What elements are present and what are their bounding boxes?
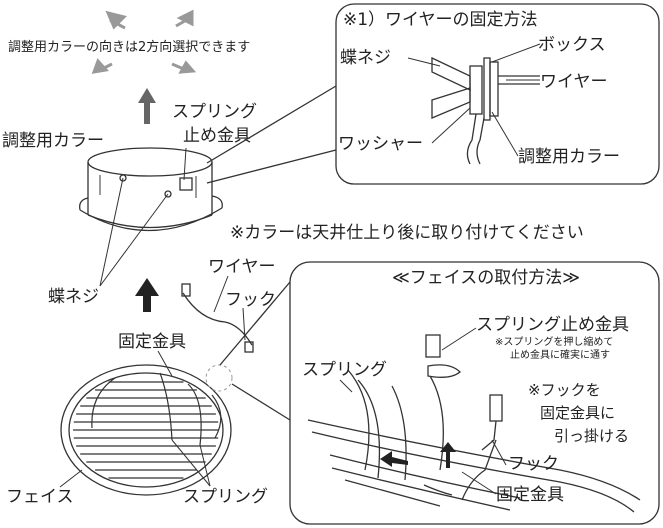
face-label: フェイス [6, 487, 74, 507]
face-install-arrows [380, 442, 456, 468]
adjustment-collar [79, 147, 223, 232]
face-detail-spring: スプリング [302, 360, 387, 380]
wire-detail-box: ボックス [538, 35, 606, 55]
up-arrow-lower [135, 278, 159, 312]
detail-marker [205, 364, 233, 392]
collar-install-note: ※カラーは天井仕上り後に取り付けてください [230, 223, 584, 243]
wire-label: ワイヤー [208, 257, 276, 277]
callout-wire-title: ※1）ワイヤーの固定方法 [343, 10, 538, 30]
face-detail-spring-clip: スプリング止め金具 [476, 315, 629, 335]
face-install-detail [307, 334, 641, 513]
face-grille [60, 364, 232, 496]
spring-label: スプリング [183, 487, 268, 507]
fixing-bracket-label: 固定金具 [118, 332, 186, 352]
spring-clip-label: スプリング止め金具 [172, 102, 257, 146]
collar-label: 調整用カラー [2, 131, 104, 151]
callout-face-title: ≪フェイスの取付方法≫ [392, 268, 580, 288]
wingnut-leaders [99, 177, 169, 287]
up-arrow-upper [138, 88, 156, 124]
face-detail-hook: フック [508, 454, 559, 474]
wire-detail-washer: ワッシャー [338, 134, 423, 154]
wire-detail-wingnut: 蝶ネジ [340, 48, 391, 68]
grille-bars [73, 381, 219, 479]
face-detail-spring-clip-note: ※スプリングを押し縮めて 止め金具に確実に通す [495, 335, 617, 361]
wingnut-label: 蝶ネジ [48, 287, 99, 307]
direction-arrows [91, 9, 197, 74]
face-detail-hook-note: ※フックを 固定金具に 引っ掛ける [528, 381, 629, 445]
hook-label: フック [225, 290, 276, 310]
face-springs [91, 372, 222, 446]
wire-detail-collar: 調整用カラー [518, 147, 620, 167]
wire-detail-wire: ワイヤー [540, 72, 608, 92]
wire-fixing-detail [431, 56, 540, 165]
collar-direction-note: 調整用カラーの向きは2方向選択できます [8, 39, 250, 55]
face-detail-fixing-bracket: 固定金具 [496, 485, 564, 505]
